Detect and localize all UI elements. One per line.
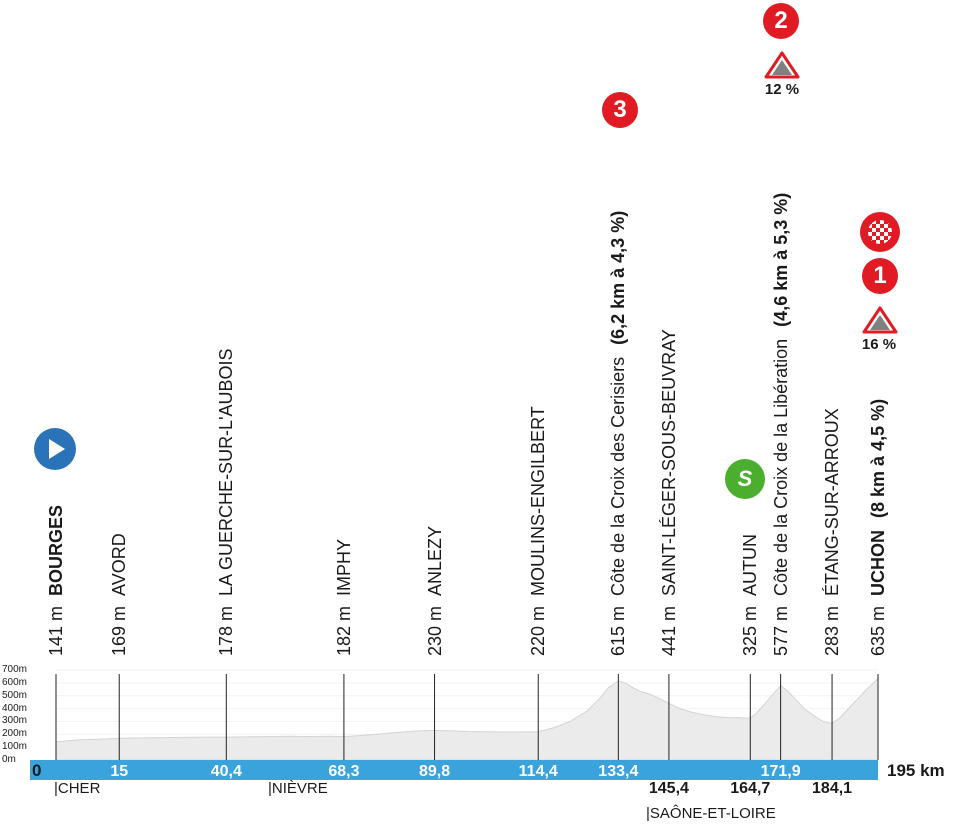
- start-play-icon: [34, 428, 76, 470]
- km-marker: 40,4: [210, 763, 242, 780]
- km-marker: 68,3: [328, 763, 360, 780]
- waypoint-altitude: 577 m: [770, 605, 791, 656]
- y-tick-label: 500m: [2, 689, 28, 701]
- waypoint-name: AUTUN: [740, 533, 761, 596]
- y-tick-label: 700m: [2, 664, 28, 675]
- max-gradient-cat2: 12 %: [764, 81, 800, 98]
- checkered-flag-icon: [860, 212, 900, 252]
- cat-badge-cat3: 3: [602, 92, 638, 128]
- waypoint-altitude: 141 m: [46, 605, 66, 656]
- km-marker: 164,7: [730, 780, 771, 797]
- km-start: 0: [32, 761, 42, 780]
- waypoint-name: Côte de la Croix de la Libération: [770, 338, 791, 596]
- waypoint-name: IMPHY: [333, 538, 354, 596]
- km-marker: 89,8: [418, 763, 451, 780]
- y-tick-label: 0m: [2, 754, 16, 765]
- department-label: |SAÔNE-ET-LOIRE: [646, 805, 776, 822]
- cat-badge-cat1: 1: [862, 258, 898, 294]
- waypoint-altitude: 220 m: [528, 605, 549, 656]
- y-tick-label: 200m: [2, 728, 28, 740]
- y-tick-label: 600m: [2, 676, 28, 688]
- waypoint-name: ANLEZY: [424, 525, 445, 596]
- sprint-s-icon: S: [725, 459, 765, 499]
- waypoint-name: MOULINS-ENGILBERT: [528, 406, 549, 596]
- km-marker: 114,4: [518, 763, 558, 780]
- km-marker: 171,9: [760, 763, 801, 780]
- climb-detail: (4,6 km à 5,3 %): [770, 192, 791, 327]
- distance-bar: [30, 760, 878, 780]
- waypoint-name: SAINT-LÉGER-SOUS-BEUVRAY: [658, 329, 679, 596]
- km-total: 195 km: [887, 761, 945, 780]
- waypoint-name: BOURGES: [46, 504, 66, 596]
- waypoint-altitude: 182 m: [333, 605, 354, 656]
- waypoint-altitude: 230 m: [424, 605, 445, 656]
- km-marker: 133,4: [598, 763, 639, 780]
- climb-detail: (8 km à 4,5 %): [868, 398, 888, 518]
- km-marker: 145,4: [648, 780, 689, 797]
- elevation-profile: [55, 677, 879, 761]
- y-tick-label: 100m: [2, 741, 28, 753]
- km-marker: 15: [110, 763, 129, 780]
- waypoint-altitude: 178 m: [216, 605, 237, 656]
- waypoint-altitude: 283 m: [822, 605, 843, 656]
- y-tick-label: 400m: [2, 702, 28, 714]
- max-gradient-cat1: 16 %: [861, 336, 897, 353]
- waypoint-name: ÉTANG-SUR-ARROUX: [822, 408, 843, 596]
- waypoint-altitude: 169 m: [109, 605, 130, 656]
- waypoint-altitude: 325 m: [740, 605, 761, 656]
- mountain-icon-cat1: [862, 306, 898, 334]
- waypoint-name: UCHON: [868, 529, 888, 596]
- waypoint-altitude: 441 m: [658, 605, 679, 656]
- waypoint-altitude: 635 m: [868, 605, 888, 656]
- waypoint-name: Côte de la Croix des Cerisiers: [608, 356, 629, 596]
- department-label: |CHER: [54, 780, 101, 797]
- waypoint-name: AVORD: [109, 533, 130, 596]
- waypoint-altitude: 615 m: [608, 605, 629, 656]
- km-marker: 184,1: [812, 780, 853, 797]
- y-tick-label: 300m: [2, 715, 28, 727]
- mountain-icon-cat2: [764, 51, 800, 79]
- waypoint-guide-lines: [55, 674, 879, 760]
- waypoint-name: LA GUERCHE-SUR-L'AUBOIS: [216, 348, 237, 596]
- cat-badge-cat2: 2: [763, 3, 799, 39]
- department-label: |NIÈVRE: [268, 780, 328, 797]
- climb-detail: (6,2 km à 4,3 %): [608, 210, 629, 345]
